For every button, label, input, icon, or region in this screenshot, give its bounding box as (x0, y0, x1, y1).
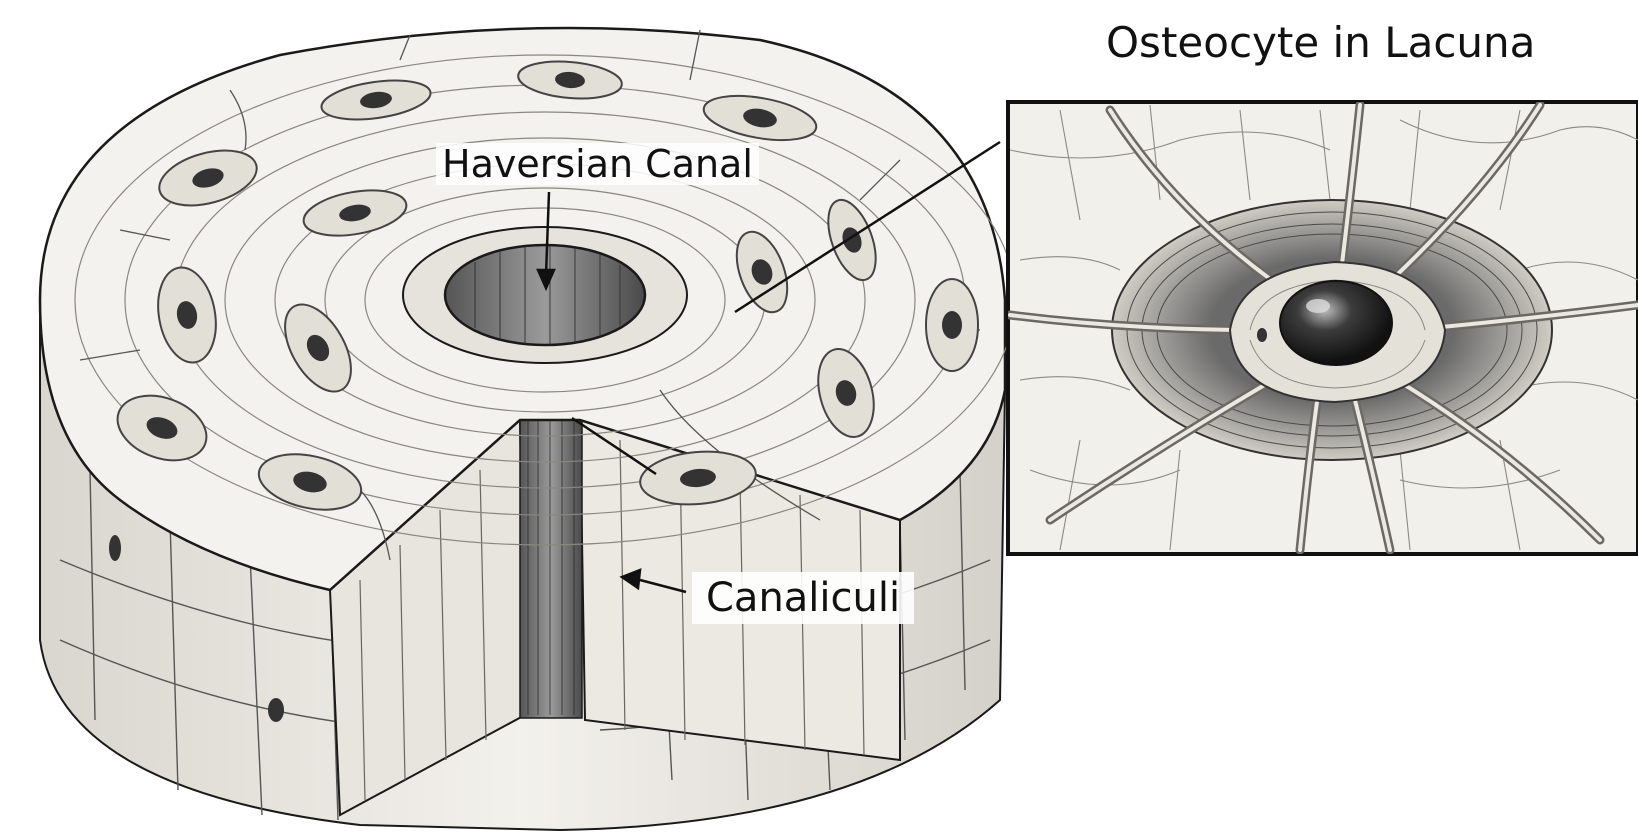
lacuna (926, 279, 978, 371)
osteocyte-nucleus (1280, 281, 1392, 365)
canaliculi-label: Canaliculi (692, 572, 914, 624)
haversian-canal-label: Haversian Canal (436, 143, 759, 185)
osteocyte-inset (1008, 102, 1638, 554)
inset-title: Osteocyte in Lacuna (1106, 22, 1535, 64)
